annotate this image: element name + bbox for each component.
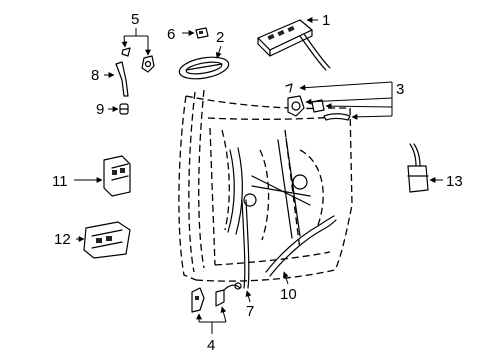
callout-5: 5 [131,11,139,28]
leader-lines [74,17,443,334]
callout-4: 4 [207,337,215,354]
part-3-latch-assembly [285,83,351,121]
callout-6: 6 [167,26,175,43]
callout-2: 2 [216,29,224,46]
callout-9: 9 [96,101,104,118]
part-1-window-switch [257,19,331,71]
callout-11: 11 [52,173,68,190]
part-9-grommet [119,103,129,115]
part-8-rod [115,61,129,97]
part-4-hinges [191,282,242,313]
part-5-brackets [121,47,155,73]
part-6-clip [195,27,209,39]
callout-1: 1 [322,12,330,29]
callout-8: 8 [91,67,99,84]
callout-labels: 1 2 3 4 5 6 7 8 9 10 11 12 13 [52,11,463,354]
callout-7: 7 [246,303,254,320]
window-regulator [227,137,311,239]
callout-3: 3 [396,81,404,98]
callout-12: 12 [54,231,71,248]
part-13-actuator [407,143,429,193]
part-10-cable [265,215,337,277]
part-7-lock-rod [241,199,250,289]
part-2-outside-handle [178,56,230,80]
part-11-upper-hinge [103,155,131,197]
callout-13: 13 [446,173,463,190]
part-12-lower-hinge [83,221,131,259]
callout-10: 10 [280,286,297,303]
